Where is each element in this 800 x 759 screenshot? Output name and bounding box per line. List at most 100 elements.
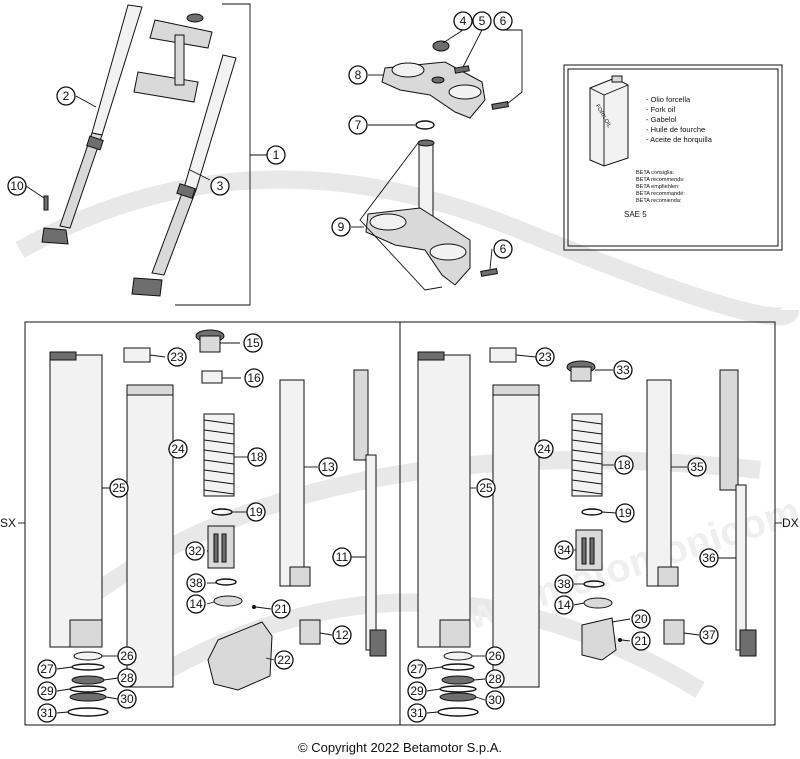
svg-text:27: 27 xyxy=(40,662,54,676)
left-fork-parts xyxy=(49,329,387,717)
callout-10: 10 xyxy=(7,176,27,196)
callout-33: 33 xyxy=(613,360,633,380)
oil-name-1: - Fork oil xyxy=(646,105,676,114)
callout-23-right: 23 xyxy=(535,347,555,367)
oil-name-3: - Huile de fourche xyxy=(646,125,705,134)
callout-9: 9 xyxy=(331,217,351,237)
svg-text:30: 30 xyxy=(488,693,502,707)
svg-text:38: 38 xyxy=(557,577,571,591)
callout-25: 25 xyxy=(109,478,129,498)
svg-text:29: 29 xyxy=(410,684,424,698)
callout-31-right: 31 xyxy=(407,703,427,723)
svg-text:14: 14 xyxy=(557,598,571,612)
svg-text:2: 2 xyxy=(63,89,70,103)
callout-15: 15 xyxy=(243,333,263,353)
callout-2: 2 xyxy=(56,86,76,106)
callout-21-right: 21 xyxy=(631,631,651,651)
oil-name-4: - Aceite de horquilla xyxy=(646,135,713,144)
triple-clamp-group xyxy=(359,29,523,291)
svg-text:16: 16 xyxy=(247,371,261,385)
callout-21: 21 xyxy=(271,599,291,619)
callout-38: 38 xyxy=(186,573,206,593)
svg-text:1: 1 xyxy=(273,148,280,162)
side-label-right: DX xyxy=(782,516,799,530)
oil-recommend-2: BETA empfiehlen: xyxy=(636,184,680,190)
side-label-left: SX xyxy=(0,516,16,530)
svg-text:38: 38 xyxy=(189,576,203,590)
svg-text:22: 22 xyxy=(277,653,291,667)
oil-grade: SAE 5 xyxy=(624,210,647,219)
svg-text:26: 26 xyxy=(120,649,134,663)
svg-text:37: 37 xyxy=(702,628,716,642)
callout-27: 27 xyxy=(37,659,57,679)
oil-name-0: - Olio forcella xyxy=(646,95,691,104)
svg-text:25: 25 xyxy=(479,481,493,495)
callout-18-right: 18 xyxy=(614,455,634,475)
callout-28-right: 28 xyxy=(485,669,505,689)
part-10-bolt xyxy=(43,195,49,211)
svg-text:23: 23 xyxy=(170,350,184,364)
callout-13: 13 xyxy=(318,457,338,477)
callout-37: 37 xyxy=(699,625,719,645)
svg-text:18: 18 xyxy=(617,458,631,472)
oil-recommend-3: BETA recommandé: xyxy=(636,191,685,197)
svg-text:6: 6 xyxy=(500,242,507,256)
copyright-notice: © Copyright 2022 Betamotor S.p.A. xyxy=(298,740,502,755)
svg-text:21: 21 xyxy=(634,634,648,648)
callout-16: 16 xyxy=(244,368,264,388)
svg-text:24: 24 xyxy=(171,442,185,456)
svg-text:28: 28 xyxy=(488,672,502,686)
callout-5: 5 xyxy=(472,11,492,31)
svg-text:14: 14 xyxy=(189,597,203,611)
callout-31: 31 xyxy=(37,703,57,723)
callout-25-right: 25 xyxy=(476,478,496,498)
svg-text:35: 35 xyxy=(690,460,704,474)
svg-text:11: 11 xyxy=(336,550,349,564)
oil-recommend-0: BETA consiglia: xyxy=(636,170,675,176)
callout-38-right: 38 xyxy=(554,574,574,594)
svg-text:19: 19 xyxy=(249,505,263,519)
svg-text:32: 32 xyxy=(188,544,202,558)
svg-text:12: 12 xyxy=(335,628,349,642)
callout-8: 8 xyxy=(348,65,368,85)
svg-text:29: 29 xyxy=(40,684,54,698)
callout-11: 11 xyxy=(332,547,352,567)
svg-text:5: 5 xyxy=(479,14,486,28)
svg-text:10: 10 xyxy=(10,179,24,193)
svg-text:30: 30 xyxy=(120,692,134,706)
callout-30: 30 xyxy=(117,689,137,709)
callout-3: 3 xyxy=(210,176,230,196)
svg-text:8: 8 xyxy=(355,68,362,82)
svg-text:31: 31 xyxy=(410,706,424,720)
svg-text:28: 28 xyxy=(120,671,134,685)
oil-recommend-4: BETA recomienda: xyxy=(636,198,682,204)
callout-20: 20 xyxy=(631,609,651,629)
svg-text:23: 23 xyxy=(538,350,552,364)
right-fork-frame xyxy=(399,321,776,726)
callout-29-right: 29 xyxy=(407,681,427,701)
svg-text:27: 27 xyxy=(410,662,424,676)
svg-text:25: 25 xyxy=(112,481,126,495)
fork-oil-info-box: FORK OIL - Olio forcella - Fork oil - Ga… xyxy=(563,64,783,251)
svg-text:7: 7 xyxy=(355,118,362,132)
callout-6: 6 xyxy=(493,11,513,31)
svg-text:6: 6 xyxy=(500,14,507,28)
svg-text:4: 4 xyxy=(460,14,467,28)
callout-24: 24 xyxy=(168,439,188,459)
callout-23: 23 xyxy=(167,347,187,367)
svg-text:9: 9 xyxy=(338,220,345,234)
callout-27-right: 27 xyxy=(407,659,427,679)
callout-19-right: 19 xyxy=(615,503,635,523)
svg-text:36: 36 xyxy=(702,551,716,565)
oil-recommend-1: BETA recommends: xyxy=(636,177,685,183)
callout-7: 7 xyxy=(348,115,368,135)
svg-text:21: 21 xyxy=(274,602,288,616)
callout-35: 35 xyxy=(687,457,707,477)
fork-assembly-complete xyxy=(41,3,268,306)
svg-text:18: 18 xyxy=(250,450,264,464)
callout-26: 26 xyxy=(117,646,137,666)
callout-22: 22 xyxy=(274,650,294,670)
callout-30-right: 30 xyxy=(485,690,505,710)
callout-19: 19 xyxy=(246,502,266,522)
